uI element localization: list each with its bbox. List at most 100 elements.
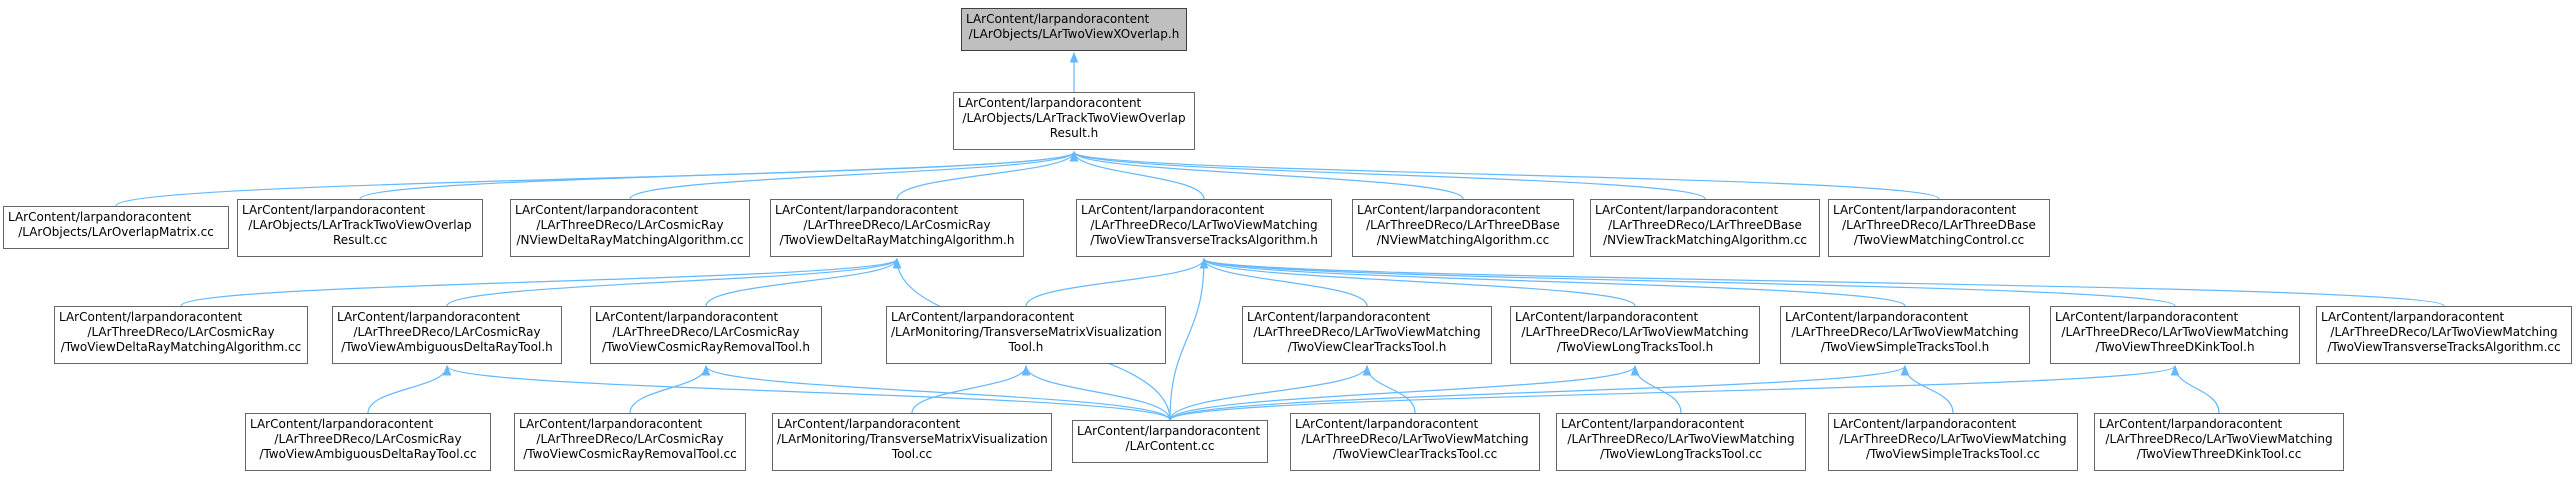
edge-two-view-transverse-h-to-track-overlap [1069,150,1205,200]
edge-clear-tracks-cc-to-clear-tracks-h [1362,364,1416,414]
node-label-line: /LArMonitoring/TransverseMatrixVisualiza… [777,432,1048,446]
node-label-line: LArContent/larpandoracontent [777,417,961,431]
edge-transverse-alg-cc-to-two-view-transverse-h [1200,257,2445,307]
edge-kink-tool-h-to-two-view-transverse-h [1200,257,2176,307]
node-long-tracks-h[interactable]: LArContent/larpandoracontent/LArThreeDRe… [1510,306,1760,364]
edge-long-tracks-h-to-two-view-transverse-h [1199,257,1636,307]
edge-lar-content-cc-to-transverse-viz-h [1021,364,1171,421]
node-label-line: /TwoViewMatchingControl.cc [1853,233,2025,247]
node-label-line: LArContent/larpandoracontent [337,310,521,324]
node-label-line: /TwoViewAmbiguousDeltaRayTool.cc [259,447,477,461]
node-label-line: /LArObjects/LArTrackTwoViewOverlap [248,218,472,232]
node-label-line: LArContent/larpandoracontent [775,203,959,217]
node-label-line: LArContent/larpandoracontent [1833,203,2017,217]
node-label-line: /LArThreeDReco/LArCosmicRay [803,218,991,232]
edge-transverse-viz-cc-to-transverse-viz-h [911,364,1031,414]
node-cosmic-removal-cc[interactable]: LArContent/larpandoracontent/LArThreeDRe… [514,413,746,471]
node-label-line: /TwoViewTransverseTracksAlgorithm.cc [2327,340,2561,354]
node-label-line: /LArThreeDReco/LArTwoViewMatching [1521,325,1749,339]
edge-ambiguous-delta-ray-h-to-two-view-delta-ray-h [446,257,902,307]
node-label-line: LArContent/larpandoracontent [1561,417,1745,431]
edge-nview-matching-alg-to-track-overlap [1069,150,1464,200]
node-clear-tracks-cc[interactable]: LArContent/larpandoracontent/LArThreeDRe… [1290,413,1540,471]
edge-lar-content-cc-to-clear-tracks-h [1169,364,1372,421]
node-label-line: Tool.cc [891,447,933,461]
node-two-view-transverse-h[interactable]: LArContent/larpandoracontent/LArThreeDRe… [1076,199,1332,257]
node-overlap-matrix[interactable]: LArContent/larpandoracontent/LArObjects/… [3,206,229,249]
node-label-line: /LArThreeDReco/LArTwoViewMatching [1253,325,1481,339]
node-label-line: LArContent/larpandoracontent [1785,310,1969,324]
node-track-overlap[interactable]: LArContent/larpandoracontent/LArObjects/… [953,92,1195,150]
node-label-line: LArContent/larpandoracontent [2321,310,2505,324]
node-label-line: /LArThreeDReco/LArCosmicRay [536,218,724,232]
node-clear-tracks-h[interactable]: LArContent/larpandoracontent/LArThreeDRe… [1242,306,1492,364]
node-simple-tracks-cc[interactable]: LArContent/larpandoracontent/LArThreeDRe… [1828,413,2078,471]
edge-two-view-delta-ray-cc-to-two-view-delta-ray-h [180,257,902,307]
node-label-line: LArContent/larpandoracontent [1295,417,1479,431]
node-label-line: /LArThreeDReco/LArTwoViewMatching [1839,432,2067,446]
node-ambiguous-delta-ray-cc[interactable]: LArContent/larpandoracontent/LArThreeDRe… [245,413,491,471]
node-label-line: /LArObjects/LArTwoViewXOverlap.h [968,27,1180,41]
node-label-line: /LArThreeDReco/LArCosmicRay [87,325,275,339]
node-label-line: LArContent/larpandoracontent [59,310,243,324]
node-label-line: /NViewMatchingAlgorithm.cc [1376,233,1550,247]
node-transverse-viz-h[interactable]: LArContent/larpandoracontent/LArMonitori… [886,306,1166,364]
node-transverse-viz-cc[interactable]: LArContent/larpandoracontent/LArMonitori… [772,413,1052,471]
node-label-line: /TwoViewAmbiguousDeltaRayTool.h [341,340,553,354]
node-root: LArContent/larpandoracontent/LArObjects/… [961,8,1187,51]
node-label-line: Result.h [1049,126,1099,140]
node-label-line: /TwoViewTransverseTracksAlgorithm.h [1090,233,1318,247]
edge-cosmic-removal-cc-to-cosmic-removal-h [629,364,711,414]
node-label-line: /TwoViewClearTracksTool.h [1287,340,1447,354]
node-label-line: LArContent/larpandoracontent [2099,417,2283,431]
node-track-overlap-cc[interactable]: LArContent/larpandoracontent/LArObjects/… [237,199,483,257]
node-label-line: LArContent/larpandoracontent [1247,310,1431,324]
edge-transverse-viz-h-to-two-view-transverse-h [1025,257,1209,307]
node-nview-delta-ray[interactable]: LArContent/larpandoracontent/LArThreeDRe… [510,199,750,257]
node-label-line: LArContent/larpandoracontent [242,203,426,217]
node-label-line: /LArThreeDReco/LArTwoViewMatching [1567,432,1795,446]
edge-lar-content-cc-to-two-view-transverse-h [1169,257,1209,421]
node-label-line: /LArContent.cc [1125,439,1215,453]
edge-two-view-matching-control-to-track-overlap [1070,150,1940,200]
node-nview-matching-alg[interactable]: LArContent/larpandoracontent/LArThreeDRe… [1352,199,1574,257]
node-label-line: /TwoViewDeltaRayMatchingAlgorithm.h [779,233,1015,247]
node-kink-tool-h[interactable]: LArContent/larpandoracontent/LArThreeDRe… [2050,306,2300,364]
node-simple-tracks-h[interactable]: LArContent/larpandoracontent/LArThreeDRe… [1780,306,2030,364]
node-label-line: /TwoViewLongTracksTool.cc [1599,447,1763,461]
node-label-line: LArContent/larpandoracontent [966,12,1150,26]
node-label-line: LArContent/larpandoracontent [1357,203,1541,217]
node-label-line: LArContent/larpandoracontent [519,417,703,431]
node-label-line: /LArThreeDReco/LArTwoViewMatching [2061,325,2289,339]
node-two-view-delta-ray-cc[interactable]: LArContent/larpandoracontent/LArThreeDRe… [54,306,308,364]
edge-simple-tracks-cc-to-simple-tracks-h [1900,364,1954,414]
node-label-line: /TwoViewCosmicRayRemovalTool.cc [523,447,737,461]
node-two-view-delta-ray-h[interactable]: LArContent/larpandoracontent/LArThreeDRe… [770,199,1024,257]
edge-lar-content-cc-to-kink-tool-h [1169,364,2179,421]
node-nview-track-matching[interactable]: LArContent/larpandoracontent/LArThreeDRe… [1590,199,1820,257]
edge-clear-tracks-h-to-two-view-transverse-h [1199,257,1368,307]
node-two-view-matching-control[interactable]: LArContent/larpandoracontent/LArThreeDRe… [1828,199,2050,257]
node-label-line: LArContent/larpandoracontent [891,310,1075,324]
node-label-line: /TwoViewSimpleTracksTool.h [1820,340,1990,354]
edge-track-overlap-cc-to-track-overlap [359,150,1079,200]
node-ambiguous-delta-ray-h[interactable]: LArContent/larpandoracontent/LArThreeDRe… [332,306,562,364]
node-label-line: /TwoViewLongTracksTool.h [1556,340,1714,354]
node-label-line: /LArThreeDReco/LArTwoViewMatching [1791,325,2019,339]
node-label-line: /NViewTrackMatchingAlgorithm.cc [1603,233,1807,247]
node-label-line: LArContent/larpandoracontent [1081,203,1265,217]
node-label-line: LArContent/larpandoracontent [958,96,1142,110]
node-long-tracks-cc[interactable]: LArContent/larpandoracontent/LArThreeDRe… [1556,413,1806,471]
node-label-line: /LArThreeDReco/LArTwoViewMatching [1090,218,1318,232]
node-cosmic-removal-h[interactable]: LArContent/larpandoracontent/LArThreeDRe… [590,306,822,364]
edge-kink-tool-cc-to-kink-tool-h [2170,364,2220,414]
node-label-line: LArContent/larpandoracontent [595,310,779,324]
node-lar-content-cc[interactable]: LArContent/larpandoracontent/LArContent.… [1072,420,1268,463]
node-kink-tool-cc[interactable]: LArContent/larpandoracontent/LArThreeDRe… [2094,413,2344,471]
node-label-line: Result.cc [332,233,388,247]
node-label-line: /LArThreeDReco/LArCosmicRay [274,432,462,446]
node-transverse-alg-cc[interactable]: LArContent/larpandoracontent/LArThreeDRe… [2316,306,2572,364]
edge-simple-tracks-h-to-two-view-transverse-h [1199,257,1906,307]
node-label-line: LArContent/larpandoracontent [1515,310,1699,324]
node-label-line: /LArObjects/LArOverlapMatrix.cc [18,225,214,239]
